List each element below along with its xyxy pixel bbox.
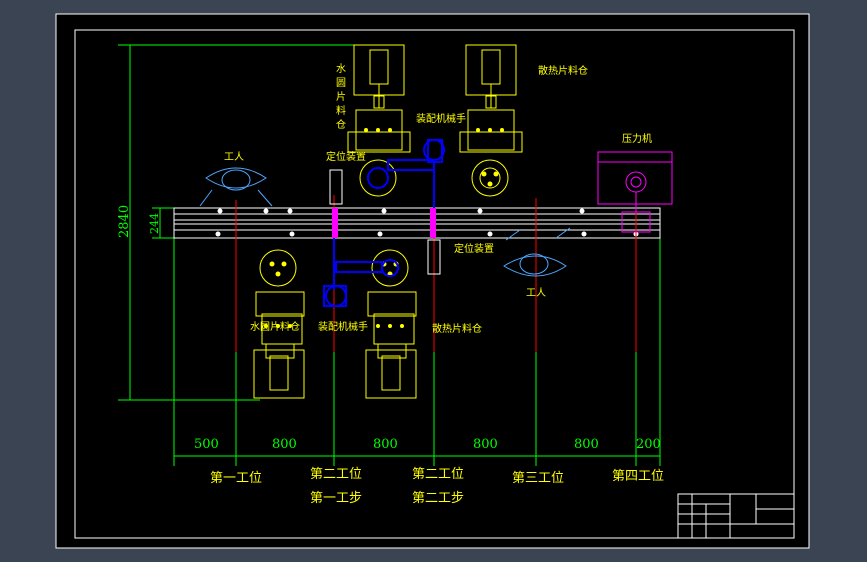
drawing-sheet <box>55 13 810 549</box>
label-fixture-bottom: 定位装置 <box>454 242 494 255</box>
label-worker-top: 工人 <box>224 151 244 163</box>
label-heatsink-magazine-bottom: 散热片料仓 <box>432 322 482 335</box>
label-fixture-top: 定位装置 <box>326 150 366 163</box>
manipulator-top <box>367 139 445 232</box>
dim-spacing-5: 800 <box>574 437 599 452</box>
station-2-line1: 第二工位 <box>310 467 362 482</box>
feeder-bottom-left-holes <box>264 261 292 328</box>
worker-top-shape <box>199 167 273 207</box>
feeder-top-left-holes <box>364 128 392 132</box>
station-5-line1: 第四工位 <box>612 469 664 484</box>
feeder-bottom-left <box>253 249 305 399</box>
label-water-bowl-magazine: 水 圆 片 料 仓 <box>336 63 349 131</box>
dim-spacing-3: 800 <box>373 437 398 452</box>
label-water-bowl-magazine-bottom: 水圆片料仓 <box>250 320 300 333</box>
conveyor <box>173 207 661 239</box>
label-assembly-manipulator-bottom: 装配机械手 <box>318 320 368 333</box>
feeder-top-left <box>347 44 411 197</box>
labels: 水 圆 片 料 仓 散热片料仓 装配机械手 定位装置 工人 压力机 水圆片料仓 … <box>224 63 652 335</box>
dim-spacing-1: 500 <box>194 437 219 452</box>
label-heatsink-magazine-top: 散热片料仓 <box>538 64 588 77</box>
station-4-line1: 第三工位 <box>512 471 564 486</box>
worker-bottom-shape <box>503 227 571 277</box>
station-1-line1: 第一工位 <box>210 471 262 486</box>
label-water-bowl-magazine-5: 仓 <box>336 118 346 131</box>
station-labels: 第一工位 第二工位 第一工步 第二工位 第二工步 第三工位 第四工位 <box>210 467 664 506</box>
feeder-top-right-holes <box>476 128 504 187</box>
station-2-line2: 第一工步 <box>310 491 362 506</box>
dim-spacing-labels: 500 800 800 800 800 200 <box>194 437 661 452</box>
dim-spacing-4: 800 <box>473 437 498 452</box>
label-worker-bottom: 工人 <box>526 287 546 299</box>
dim-total-height: 2840 <box>117 205 132 238</box>
dim-conveyor-width: 244 <box>148 213 161 234</box>
label-water-bowl-magazine-1: 水 <box>336 63 346 75</box>
station-3-line1: 第二工位 <box>412 467 464 482</box>
dimension-group <box>118 44 661 466</box>
press-machine <box>597 151 673 233</box>
dim-spacing-6: 200 <box>636 437 661 452</box>
manipulator-bottom <box>323 220 399 307</box>
feeder-top-right <box>459 44 523 197</box>
title-block <box>677 493 795 539</box>
station-3-line2: 第二工步 <box>412 491 464 506</box>
label-water-bowl-magazine-2: 圆 <box>336 77 346 89</box>
label-press: 压力机 <box>622 132 652 145</box>
dim-spacing-2: 800 <box>272 437 297 452</box>
fixture-bottom <box>427 239 441 275</box>
label-water-bowl-magazine-4: 料 <box>336 104 346 117</box>
label-assembly-manipulator-top: 装配机械手 <box>416 112 466 125</box>
fixture-markers <box>332 208 436 238</box>
feeder-bottom-middle <box>365 249 417 399</box>
drawing-frame <box>74 29 795 539</box>
label-water-bowl-magazine-3: 片 <box>336 90 346 103</box>
fixture-top <box>329 169 343 205</box>
conveyor-rollers <box>215 208 639 237</box>
